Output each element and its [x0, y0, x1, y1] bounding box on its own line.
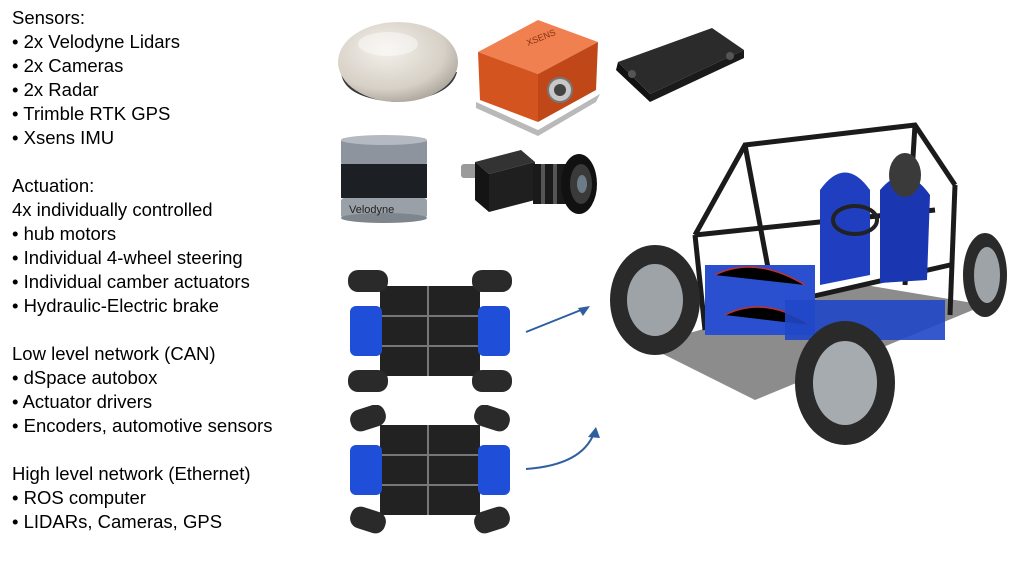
list-item: • 2x Cameras — [12, 55, 124, 76]
list-item: • 2x Radar — [12, 79, 99, 100]
spec-text-column: Sensors: • 2x Velodyne Lidars • 2x Camer… — [12, 6, 332, 558]
gps-dome-image — [338, 22, 458, 102]
sensors-section: Sensors: • 2x Velodyne Lidars • 2x Camer… — [12, 6, 332, 150]
list-item: • hub motors — [12, 223, 117, 244]
list-item: • Trimble RTK GPS — [12, 103, 171, 124]
high-level-network-heading: High level network (Ethernet) — [12, 463, 251, 484]
list-item: • Hydraulic-Electric brake — [12, 295, 219, 316]
arrow-curved — [525, 427, 600, 470]
list-item: • LIDARs, Cameras, GPS — [12, 511, 223, 532]
actuation-heading: Actuation: — [12, 175, 95, 196]
xsens-imu-image: XSENS — [476, 20, 600, 136]
list-item: • 2x Velodyne Lidars — [12, 31, 180, 52]
radar-module-image — [616, 28, 744, 102]
sensors-heading: Sensors: — [12, 7, 86, 28]
chassis-top-view-steered — [350, 405, 510, 534]
lidar-label: Velodyne — [349, 204, 394, 216]
low-level-network-heading: Low level network (CAN) — [12, 343, 216, 364]
list-item: • Individual camber actuators — [12, 271, 250, 292]
low-level-network-section: Low level network (CAN) • dSpace autobox… — [12, 342, 332, 438]
list-item: • ROS computer — [12, 487, 146, 508]
list-item: • Xsens IMU — [12, 127, 115, 148]
vehicle-prototype-image — [610, 122, 1007, 445]
chassis-top-view-straight — [348, 270, 512, 392]
arrow-straight — [525, 306, 590, 333]
list-item: • Individual 4-wheel steering — [12, 247, 243, 268]
camera-image — [461, 150, 597, 214]
actuation-section: Actuation: 4x individually controlled • … — [12, 174, 332, 318]
velodyne-lidar-image: Velodyne — [341, 135, 427, 223]
list-item: 4x individually controlled — [12, 199, 213, 220]
list-item: • Encoders, automotive sensors — [12, 415, 273, 436]
list-item: • dSpace autobox — [12, 367, 158, 388]
high-level-network-section: High level network (Ethernet) • ROS comp… — [12, 462, 332, 534]
list-item: • Actuator drivers — [12, 391, 153, 412]
